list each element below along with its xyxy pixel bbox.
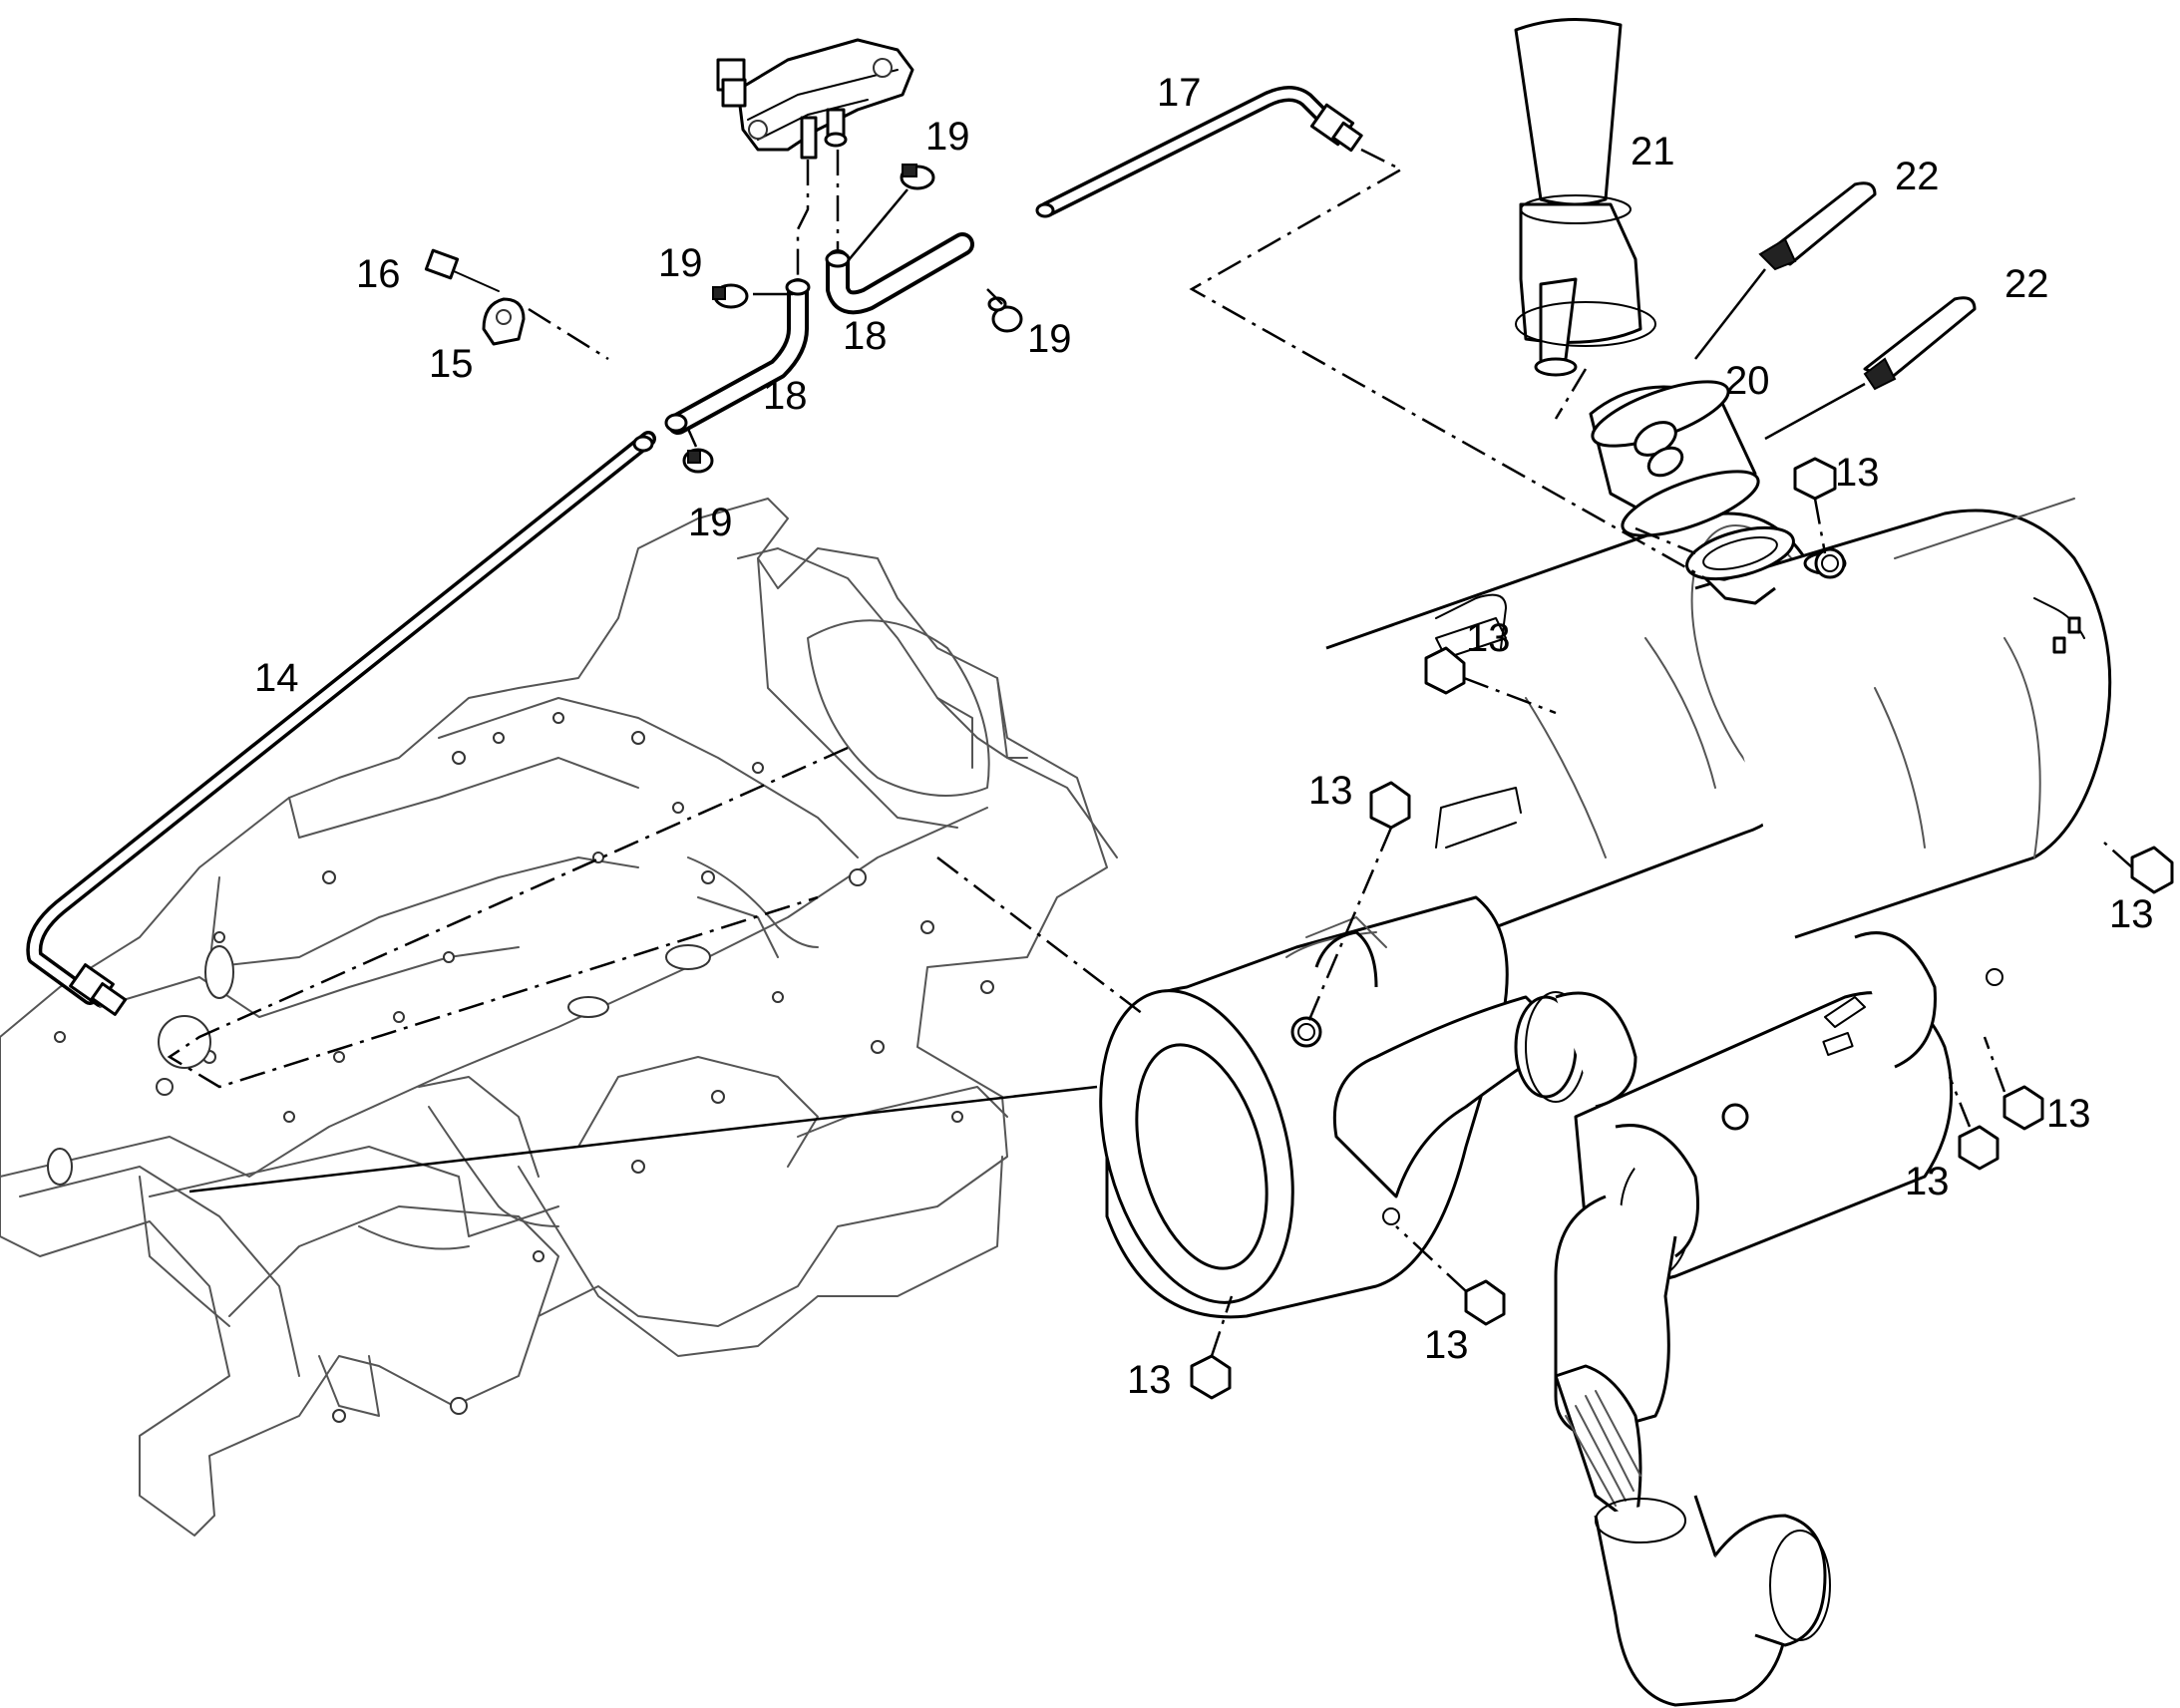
hose-18-left — [664, 278, 811, 435]
clamp-leaders — [686, 188, 1003, 448]
label-22-lower: 22 — [2004, 262, 2049, 306]
label-19-bottom: 19 — [688, 501, 733, 544]
hose-clamp-19-lower — [682, 448, 714, 474]
nut-13-center — [1306, 781, 1411, 1023]
nut-13-lower-right-b — [1948, 1076, 1999, 1171]
label-13-lower-right-a: 13 — [2046, 1092, 2091, 1136]
nut-13-top — [1793, 457, 1837, 554]
label-19-left: 19 — [658, 241, 703, 285]
band-clamp-22-lower — [1863, 296, 1977, 391]
label-20: 20 — [1725, 359, 1770, 403]
label-13-top: 13 — [1835, 451, 1880, 495]
pressure-sensor — [716, 38, 914, 160]
part-labels: 17 19 21 22 22 16 19 18 19 15 20 18 13 1… — [254, 71, 2154, 1402]
nut-13-upper-middle — [1424, 646, 1557, 715]
tube-17 — [1035, 86, 1363, 218]
label-13-lower-middle: 13 — [1424, 1323, 1469, 1367]
hose-clamp-19-right — [987, 296, 1023, 333]
bolt-16 — [424, 248, 500, 292]
nut-13-lower-left — [1190, 1295, 1234, 1400]
hose-clamp-19-top — [900, 164, 935, 190]
label-14: 14 — [254, 656, 299, 700]
hose-18-right — [825, 232, 974, 315]
clip-15 — [482, 297, 609, 361]
muffler-assembly — [1099, 498, 2112, 1707]
label-18-left: 18 — [763, 374, 808, 418]
nut-13-lower-right-a — [1983, 1036, 2044, 1131]
label-15: 15 — [429, 342, 474, 386]
nut-13-right — [2103, 842, 2174, 894]
assembly-lines — [167, 148, 1866, 1194]
label-18-right: 18 — [843, 314, 888, 358]
label-13-upper-middle: 13 — [1466, 616, 1511, 660]
label-13-right: 13 — [2109, 892, 2154, 936]
label-22-upper: 22 — [1895, 155, 1940, 198]
label-17: 17 — [1157, 71, 1202, 115]
inlet-funnel-21 — [1514, 18, 1656, 377]
tube-14 — [26, 431, 656, 1016]
chassis-frame — [0, 498, 1118, 1537]
gasket-ring — [1685, 525, 1795, 581]
band-clamp-22-upper — [1758, 181, 1877, 271]
coupling-sleeve-20 — [1589, 380, 1760, 537]
chassis-bolt-holes — [47, 712, 994, 1423]
label-13-center: 13 — [1308, 769, 1353, 813]
nut-13-lower-middle — [1395, 1225, 1506, 1326]
label-21: 21 — [1631, 130, 1675, 173]
label-16: 16 — [356, 252, 401, 296]
sensor-drop-lines — [796, 150, 840, 289]
label-13-lower-right-b: 13 — [1905, 1160, 1950, 1203]
label-19-right: 19 — [1027, 317, 1072, 361]
label-13-lower-left: 13 — [1127, 1358, 1172, 1402]
label-19-top: 19 — [925, 115, 970, 159]
hose-clamp-19-upper-left — [712, 283, 749, 309]
